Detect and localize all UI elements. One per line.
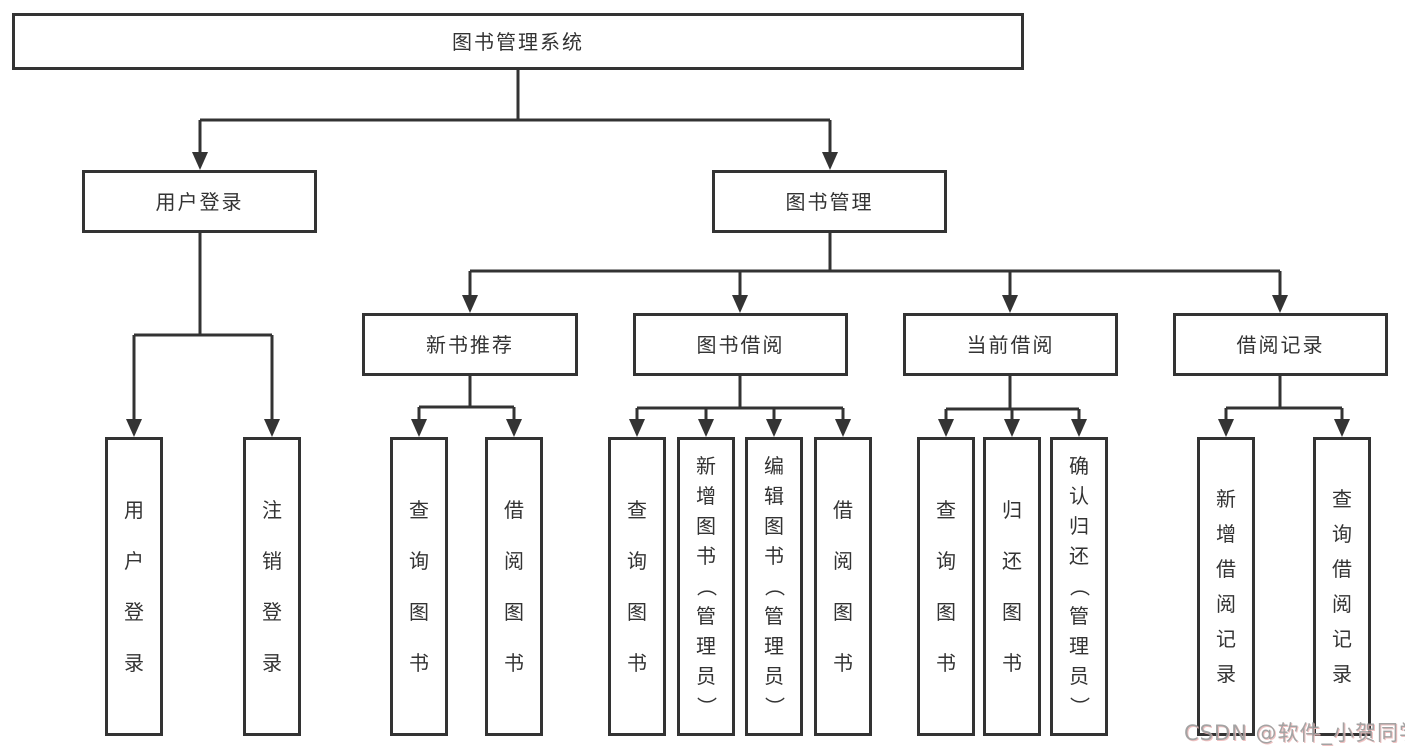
leaf-label: 新增图书（管理员） — [694, 454, 719, 717]
module-box-current-borrow: 当前借阅 — [903, 313, 1118, 376]
leaf-box-confirm-return-admin: 确认归还（管理员） — [1050, 437, 1108, 736]
arrowheads — [126, 152, 1350, 437]
module-label: 图书借阅 — [696, 332, 785, 357]
leaf-box-query-books-1: 查询图书 — [390, 437, 448, 736]
branch-box-book-management: 图书管理 — [712, 170, 947, 233]
csdn-watermark: CSDN @软件_小贺同学 — [1184, 721, 1405, 745]
leaf-box-query-borrow-record: 查询借阅记录 — [1313, 437, 1371, 736]
leaf-box-add-borrow-record: 新增借阅记录 — [1197, 437, 1255, 736]
leaf-label: 归还图书 — [1002, 497, 1022, 675]
leaf-label: 编辑图书（管理员） — [762, 454, 787, 717]
leaf-label: 查询借阅记录 — [1332, 486, 1352, 686]
leaf-label: 确认归还（管理员） — [1067, 454, 1092, 717]
branch-label: 用户登录 — [155, 189, 244, 214]
leaf-box-add-book-admin: 新增图书（管理员） — [677, 437, 735, 736]
module-box-borrow-records: 借阅记录 — [1173, 313, 1388, 376]
module-label: 当前借阅 — [966, 332, 1055, 357]
leaf-box-edit-book-admin: 编辑图书（管理员） — [745, 437, 803, 736]
leaf-box-borrow-books-1: 借阅图书 — [485, 437, 543, 736]
leaf-label: 借阅图书 — [833, 497, 853, 675]
leaf-label: 查询图书 — [409, 497, 429, 675]
leaf-label: 注销登录 — [262, 497, 282, 675]
leaf-label: 查询图书 — [627, 497, 647, 675]
leaf-box-query-books-3: 查询图书 — [917, 437, 975, 736]
module-label: 新书推荐 — [426, 332, 514, 357]
root-box-system: 图书管理系统 — [12, 13, 1024, 70]
leaf-label: 用户登录 — [124, 497, 144, 675]
leaf-box-logout: 注销登录 — [243, 437, 301, 736]
branch-label: 图书管理 — [785, 189, 874, 214]
leaf-box-user-login: 用户登录 — [105, 437, 163, 736]
leaf-box-query-books-2: 查询图书 — [608, 437, 666, 736]
module-label: 借阅记录 — [1236, 332, 1325, 357]
leaf-label: 借阅图书 — [504, 497, 524, 675]
branch-box-user-login: 用户登录 — [82, 170, 317, 233]
leaf-label: 查询图书 — [936, 497, 956, 675]
leaf-box-borrow-books-2: 借阅图书 — [814, 437, 872, 736]
module-box-book-borrow: 图书借阅 — [633, 313, 848, 376]
leaf-label: 新增借阅记录 — [1216, 486, 1236, 686]
leaf-box-return-book: 归还图书 — [983, 437, 1041, 736]
root-label: 图书管理系统 — [452, 29, 584, 54]
module-box-new-book-recommend: 新书推荐 — [362, 313, 578, 376]
